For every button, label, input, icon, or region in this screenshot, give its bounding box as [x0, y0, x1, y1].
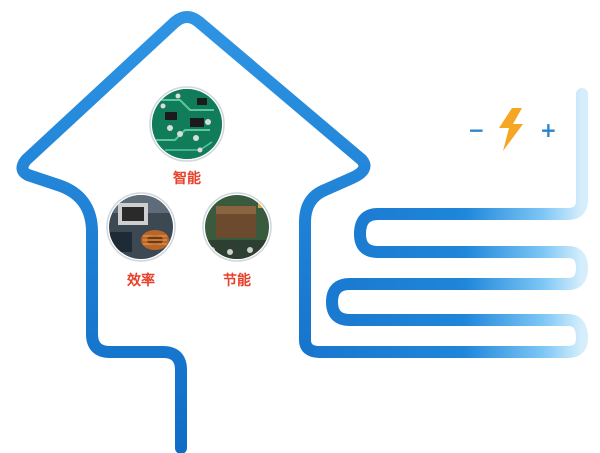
lightning-bolt-icon: [499, 108, 523, 151]
plus-sign: +: [540, 118, 557, 142]
minus-sign: −: [468, 118, 485, 142]
house-outline-pipe: [16, 11, 371, 453]
label-smart: 智能: [172, 170, 201, 187]
label-efficiency: 效率: [127, 272, 155, 289]
label-energy-saving: 节能: [223, 272, 251, 289]
circuit-board-image: [149, 86, 225, 162]
heating-coil-pipe: [314, 88, 588, 358]
power-module-image: [202, 192, 272, 262]
inductor-coil-image: [106, 192, 176, 262]
